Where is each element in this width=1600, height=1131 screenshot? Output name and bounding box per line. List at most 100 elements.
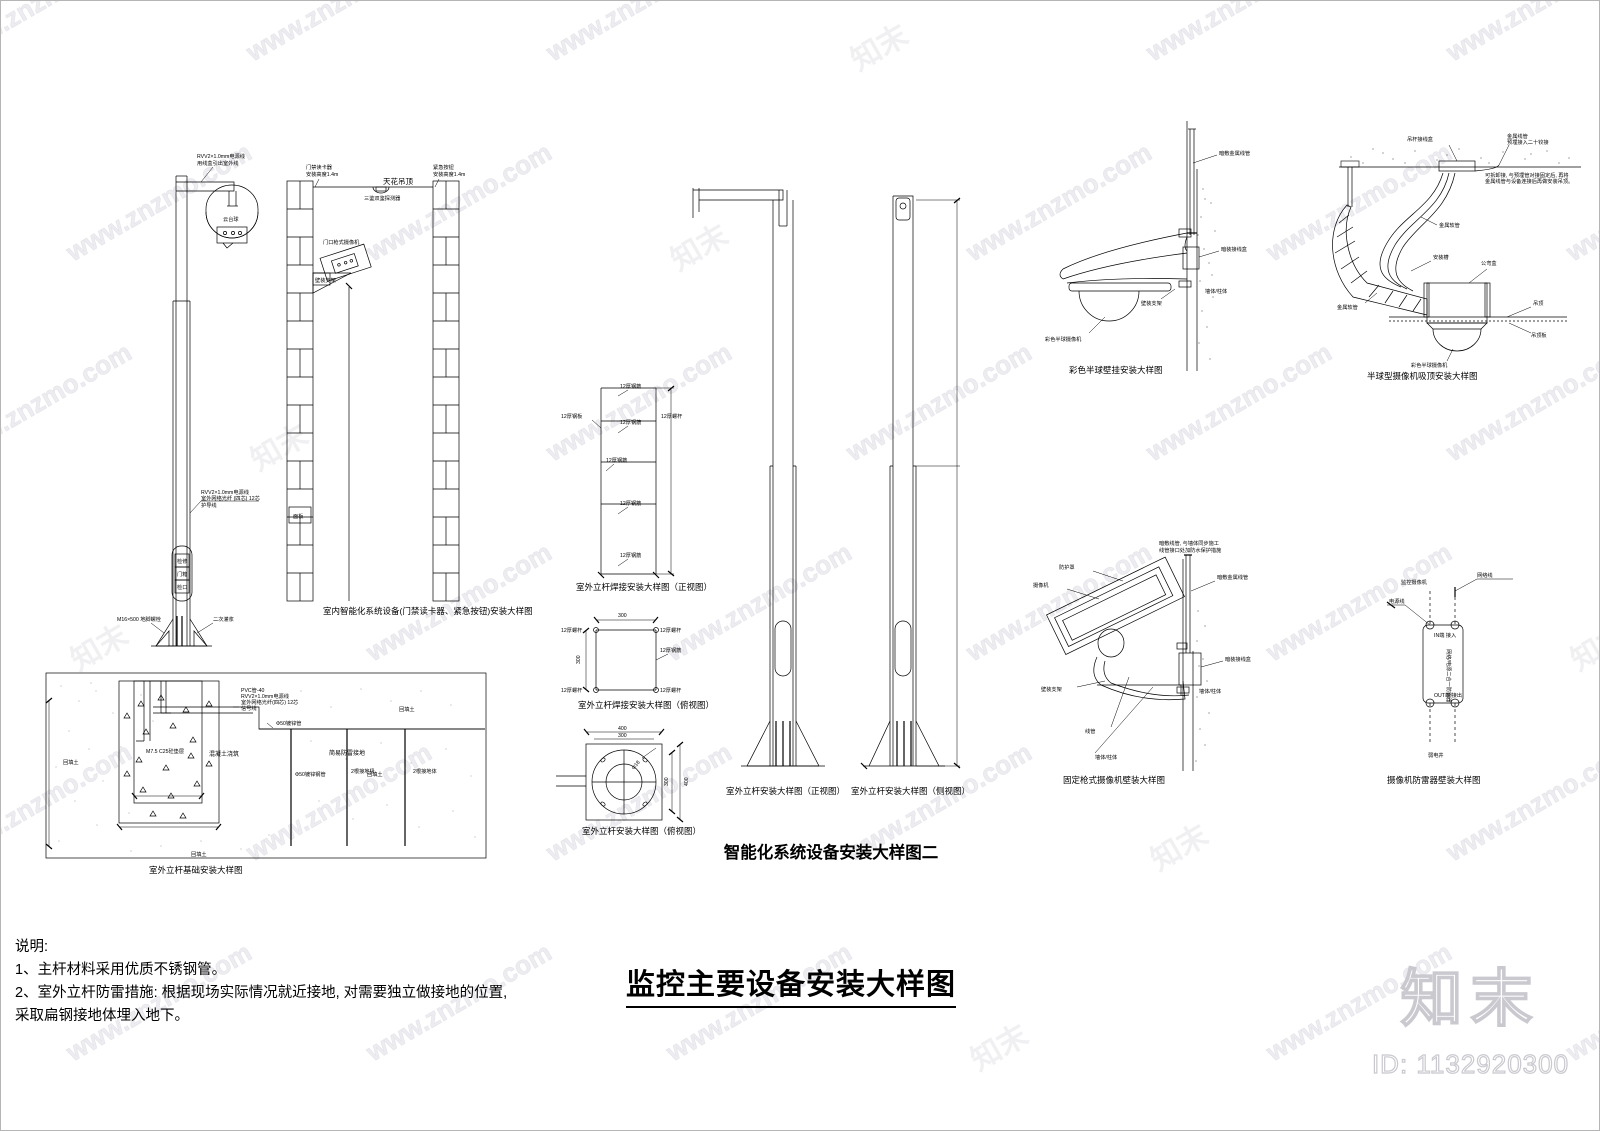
svg-text:面板: 面板: [293, 512, 304, 520]
svg-text:室外立杆焊接安装大样图（正视图）: 室外立杆焊接安装大样图（正视图）: [576, 582, 712, 592]
svg-text:Φ50镀锌钢管: Φ50镀锌钢管: [295, 770, 326, 778]
svg-text:金属线管: 金属线管: [1507, 132, 1528, 140]
svg-text:12厚钢筋: 12厚钢筋: [620, 551, 641, 559]
svg-text:12厚螺杆: 12厚螺杆: [660, 686, 681, 694]
watermark-text-tile: www.znzmo.com: [1441, 0, 1600, 67]
svg-text:墙体/柱体: 墙体/柱体: [1199, 687, 1222, 695]
spd-wall-group: 网络线 电源线 监控摄像机 IN端 接入 OUT端 接出 网络/电源二合一防雷器…: [1331, 521, 1581, 791]
svg-text:12厚钢筋: 12厚钢筋: [620, 382, 641, 390]
svg-text:300: 300: [664, 777, 670, 786]
svg-text:暗装接线盒: 暗装接线盒: [1221, 245, 1248, 253]
svg-text:门口枪式摄像机: 门口枪式摄像机: [323, 238, 360, 246]
page-title: 监控主要设备安装大样图: [581, 961, 1001, 1008]
watermark-logo-tile: 知末: [845, 18, 914, 78]
svg-text:吊顶: 吊顶: [1533, 300, 1543, 307]
svg-text:监控摄像机: 监控摄像机: [1401, 578, 1428, 586]
svg-text:回填土: 回填土: [191, 850, 207, 858]
svg-text:2根接地体: 2根接地体: [413, 767, 437, 775]
svg-text:用线盒引出室外线: 用线盒引出室外线: [197, 159, 239, 167]
svg-text:信号线: 信号线: [241, 704, 257, 712]
rebar-front-view: 12厚钢筋 12厚钢筋 12厚钢筋 12厚钢筋 12厚钢筋 12厚钢板 12厚螺…: [561, 382, 712, 592]
svg-text:检修: 检修: [177, 557, 188, 565]
svg-text:金属软管: 金属软管: [1439, 221, 1460, 229]
svg-text:12厚螺杆: 12厚螺杆: [561, 626, 582, 634]
svg-text:回填土: 回填土: [63, 758, 79, 766]
watermark-text-tile: www.znzmo.com: [541, 0, 737, 67]
note-item-2: 2、室外立杆防雷措施: 根据现场实际情况就近接地, 对需要独立做接地的位置,: [15, 984, 508, 1001]
watermark-logo-tile: 知末: [1145, 818, 1214, 878]
foundation-annotations: 回填土 回填土 回填土 回填土 M7.5 C25砼垫层 混凝土浇筑 简易防雷接地…: [63, 686, 437, 875]
svg-text:400: 400: [618, 726, 627, 732]
svg-text:M16×500 地脚螺栓: M16×500 地脚螺栓: [117, 615, 162, 623]
pole-assembly: 云台球 检修 门箱 检口: [151, 175, 259, 647]
svg-text:暗装接线盒: 暗装接线盒: [1225, 655, 1252, 663]
svg-text:12厚螺杆: 12厚螺杆: [660, 626, 681, 634]
svg-text:可拆卸接, 与预埋管对接固定后, 再将: 可拆卸接, 与预埋管对接固定后, 再将: [1485, 171, 1569, 179]
svg-text:门箱: 门箱: [177, 570, 187, 578]
notes-block: 说明: 1、主杆材料采用优质不锈钢管。 2、室外立杆防雷措施: 根据现场实际情况…: [15, 936, 508, 1028]
svg-text:网络线: 网络线: [1477, 571, 1493, 579]
svg-text:线管: 线管: [1085, 727, 1095, 735]
svg-text:2根接地极: 2根接地极: [351, 767, 375, 775]
svg-text:12厚钢筋: 12厚钢筋: [620, 418, 641, 426]
svg-text:固定枪式摄像机壁装大样图: 固定枪式摄像机壁装大样图: [1063, 775, 1165, 785]
watermark-logo: 知末: [1353, 965, 1588, 1034]
svg-text:室外立杆安装大样图（侧视图）: 室外立杆安装大样图（侧视图）: [851, 786, 970, 796]
svg-text:RVV2×1.0mm电源线: RVV2×1.0mm电源线: [201, 488, 249, 496]
watermark-text-tile: www.znzmo.com: [1141, 0, 1337, 67]
svg-text:防护罩: 防护罩: [1059, 563, 1075, 571]
svg-text:室外立杆焊接安装大样图（俯视图）: 室外立杆焊接安装大样图（俯视图）: [578, 700, 714, 710]
sub-title-2: 智能化系统设备安装大样图二: [723, 844, 939, 862]
svg-text:门禁读卡器: 门禁读卡器: [306, 163, 333, 171]
svg-text:预埋接入二十铰接: 预埋接入二十铰接: [1507, 138, 1549, 146]
svg-text:室内智能化系统设备(门禁读卡器、紧急按钮)安装大样图: 室内智能化系统设备(门禁读卡器、紧急按钮)安装大样图: [323, 606, 533, 616]
svg-text:回填土: 回填土: [367, 770, 383, 778]
svg-text:检口: 检口: [177, 583, 187, 591]
left-detail-group: 云台球 检修 门箱 检口: [1, 1, 533, 901]
svg-text:12厚钢板: 12厚钢板: [561, 412, 583, 420]
svg-text:Φ18: Φ18: [631, 760, 642, 772]
svg-text:紧急按钮: 紧急按钮: [433, 163, 454, 171]
svg-text:暗敷金属线管: 暗敷金属线管: [1217, 573, 1248, 581]
svg-text:12厚钢筋: 12厚钢筋: [620, 499, 641, 507]
svg-text:网络/电源二合一防雷器: 网络/电源二合一防雷器: [1445, 649, 1453, 703]
base-plate-plan: 400 300 Φ18 300 400 室外立杆安装大样图（俯视图）: [556, 726, 701, 836]
svg-text:二次灌浆: 二次灌浆: [213, 615, 234, 623]
svg-text:彩色半球摄像机: 彩色半球摄像机: [1045, 335, 1082, 343]
svg-text:室外网络光纤(四芯) 12芯: 室外网络光纤(四芯) 12芯: [241, 698, 298, 706]
watermark-logo-text: 知末: [1400, 965, 1541, 1034]
svg-text:安装高度1.4m: 安装高度1.4m: [306, 170, 338, 178]
svg-text:半球型摄像机吸顶安装大样图: 半球型摄像机吸顶安装大样图: [1367, 371, 1478, 381]
svg-text:12厚钢筋: 12厚钢筋: [606, 456, 627, 464]
pole-annotations: RVV2×1.0mm电源线 用线盒引出室外线 RVV2×1.0mm电源线 室外网…: [117, 152, 260, 634]
svg-text:安装槽: 安装槽: [1433, 253, 1449, 261]
svg-text:彩色半球壁挂安装大样图: 彩色半球壁挂安装大样图: [1069, 365, 1163, 375]
svg-text:天花吊顶: 天花吊顶: [383, 176, 413, 186]
svg-text:RVV2×1.0mm电源线: RVV2×1.0mm电源线: [197, 152, 245, 160]
svg-text:M7.5 C25砼垫层: M7.5 C25砼垫层: [146, 747, 184, 755]
svg-text:300: 300: [618, 733, 627, 739]
svg-text:12厚螺杆: 12厚螺杆: [661, 412, 682, 420]
svg-text:摄像机: 摄像机: [1033, 581, 1049, 589]
wall-detail: 三鉴双鉴探测器 天花吊顶 门禁读卡器 安装高度1.4m 紧急按钮 安装高度1.4…: [286, 163, 533, 616]
svg-text:暗敷金属线管: 暗敷金属线管: [1219, 149, 1250, 157]
svg-text:公弯盒: 公弯盒: [1481, 259, 1497, 267]
svg-text:弱电井: 弱电井: [1428, 751, 1444, 759]
svg-text:300: 300: [576, 655, 582, 664]
svg-text:壁装支架: 壁装支架: [315, 276, 336, 284]
note-item-3: 采取扁钢接地体埋入地下。: [15, 1007, 189, 1024]
svg-text:12厚螺杆: 12厚螺杆: [561, 686, 582, 694]
svg-text:摄像机防雷器壁装大样图: 摄像机防雷器壁装大样图: [1387, 775, 1481, 785]
svg-text:墙体/柱体: 墙体/柱体: [1095, 753, 1118, 761]
dome-wall-group: 暗敷金属线管 暗装接线盒 彩色半球摄像机 壁装支架 墙体/柱体 彩色半球壁挂安装…: [1001, 111, 1291, 381]
svg-text:室外立杆安装大样图（俯视图）: 室外立杆安装大样图（俯视图）: [582, 826, 701, 836]
svg-text:回填土: 回填土: [399, 705, 415, 713]
pole-front-view: 室外立杆安装大样图（正视图）: [692, 188, 845, 796]
pole-side-view: 室外立杆安装大样图（侧视图）: [851, 195, 970, 796]
notes-heading: 说明:: [15, 939, 49, 955]
svg-text:金属软管: 金属软管: [1337, 303, 1358, 311]
svg-text:室外立杆基础安装大样图: 室外立杆基础安装大样图: [149, 865, 243, 875]
page-title-text: 监控主要设备安装大样图: [625, 961, 956, 1008]
svg-text:Φ50镀锌管: Φ50镀锌管: [276, 719, 301, 727]
